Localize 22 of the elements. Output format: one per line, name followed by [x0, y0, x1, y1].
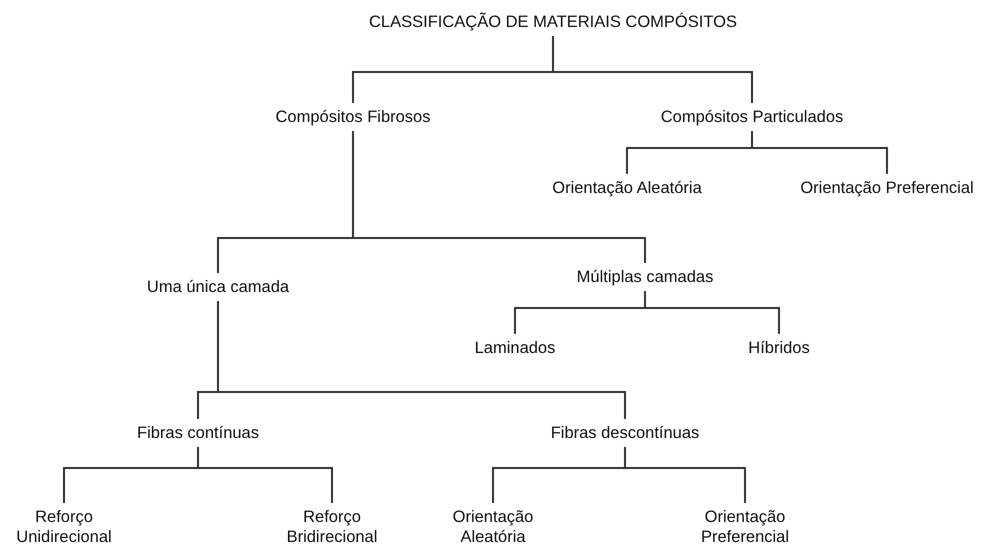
category-label: Fibras descontínuas	[550, 423, 700, 443]
category-label: Laminados	[474, 338, 556, 358]
tree-connector	[751, 131, 888, 174]
tree-connector	[197, 447, 333, 503]
tree-connector	[624, 447, 746, 503]
tree-connector	[217, 301, 626, 419]
root-category-label: CLASSIFICAÇÃO DE MATERIAIS COMPÓSITOS	[369, 12, 737, 32]
category-label: Compósitos Particulados	[660, 107, 844, 127]
category-label: Híbridos	[748, 338, 810, 358]
category-label: Compósitos Fibrosos	[276, 107, 430, 127]
category-label: Múltiplas camadas	[576, 267, 714, 287]
category-label: Orientação Aleatória	[452, 507, 534, 547]
tree-connector	[552, 36, 753, 103]
category-label: Orientação Preferencial	[800, 178, 974, 198]
category-label: Reforço Bridirecional	[286, 507, 378, 547]
category-label: Uma única camada	[146, 277, 290, 297]
tree-connector	[644, 291, 780, 334]
category-label: Reforço Unidirecional	[15, 507, 113, 547]
category-label: Orientação Aleatória	[552, 178, 702, 198]
tree-connector	[352, 131, 646, 263]
category-label: Fibras contínuas	[137, 423, 259, 443]
category-label: Orientação Preferencial	[700, 507, 790, 547]
